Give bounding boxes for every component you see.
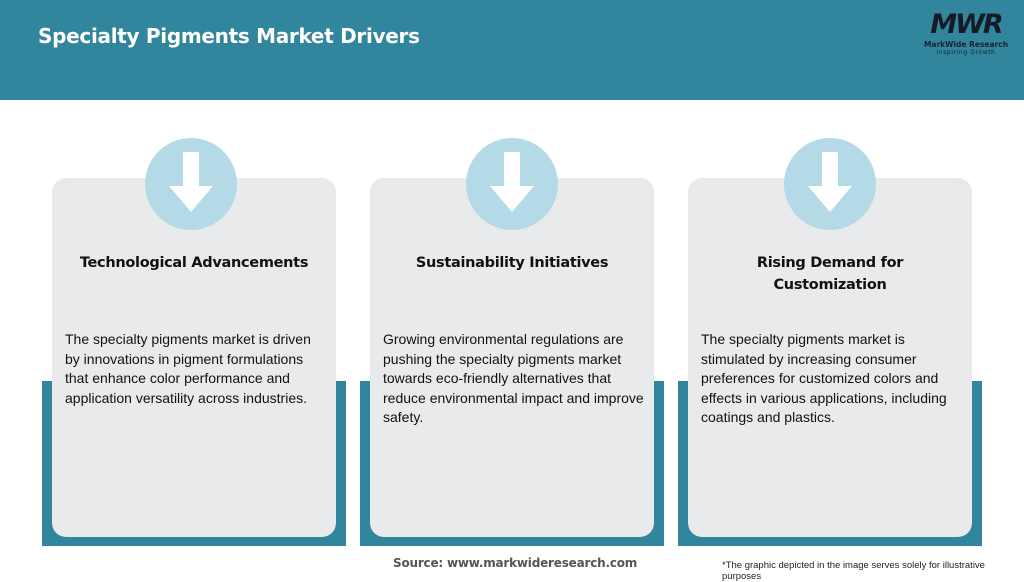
logo-tagline: Inspiring Growth <box>936 49 996 56</box>
source-link[interactable]: Source: www.markwideresearch.com <box>393 556 638 570</box>
logo-name: MarkWide Research <box>923 40 1009 49</box>
driver-card-rising-demand-customization: Rising Demand for Customization The spec… <box>688 178 972 537</box>
arrow-down-icon <box>784 138 876 230</box>
disclaimer-note: *The graphic depicted in the image serve… <box>722 560 985 582</box>
card-body: The specialty pigments market is stimula… <box>701 331 947 425</box>
card-body: Growing environmental regulations are pu… <box>383 331 644 425</box>
card-title: Technological Advancements <box>79 255 309 271</box>
card-title: Sustainability Initiatives <box>415 255 609 271</box>
driver-card-technological-advancements: Technological Advancements The specialty… <box>52 178 336 537</box>
header-banner: Specialty Pigments Market Drivers MWR Ma… <box>0 0 1024 100</box>
markwide-logo: MWR MarkWide Research Inspiring Growth <box>920 9 1012 57</box>
logo-mark: MWR <box>930 9 1003 40</box>
driver-card-sustainability-initiatives: Sustainability Initiatives Growing envir… <box>370 178 654 537</box>
page-title: Specialty Pigments Market Drivers <box>38 24 420 48</box>
card-body: The specialty pigments market is driven … <box>65 331 311 406</box>
card-title: Rising Demand for Customization <box>756 255 904 293</box>
arrow-down-icon <box>145 138 237 230</box>
arrow-down-icon <box>466 138 558 230</box>
